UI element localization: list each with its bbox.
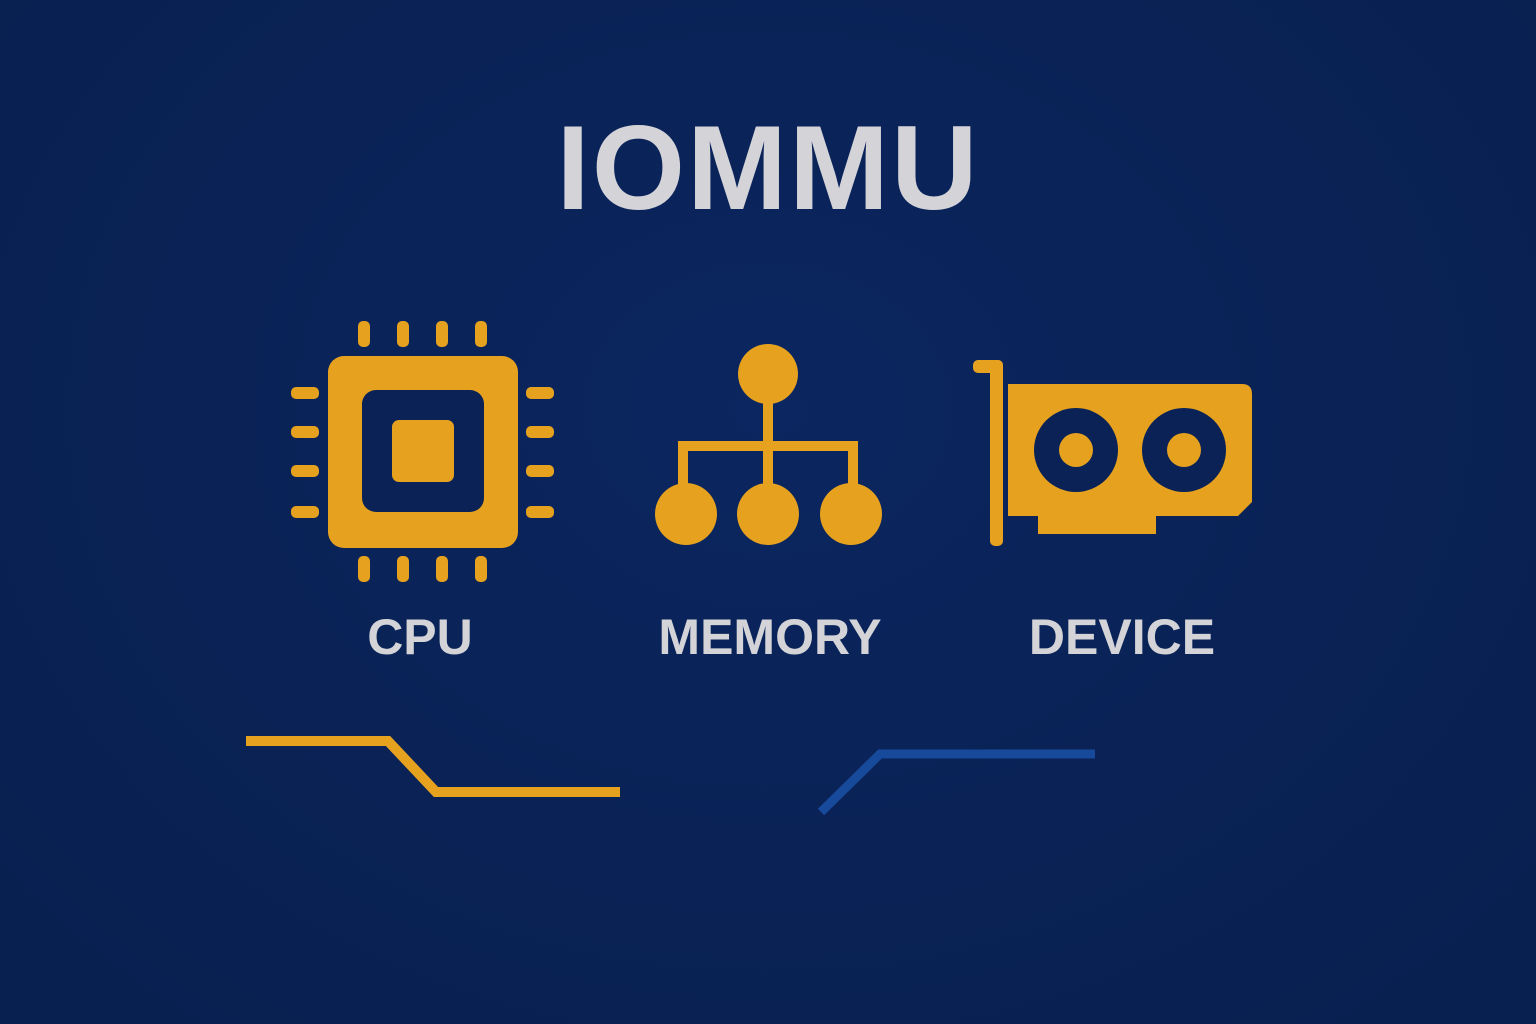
cpu-chip-icon [291, 321, 554, 582]
memory-label: MEMORY [658, 609, 882, 665]
device-label: DEVICE [1028, 609, 1216, 665]
circuit-trace-secondary [817, 749, 1095, 816]
graphics-card-icon [973, 360, 1252, 546]
circuit-trace-accent [246, 736, 620, 797]
cpu-label: CPU [367, 609, 473, 665]
hierarchy-tree-icon [655, 344, 882, 545]
diagram-title: IOMMU [556, 101, 980, 235]
